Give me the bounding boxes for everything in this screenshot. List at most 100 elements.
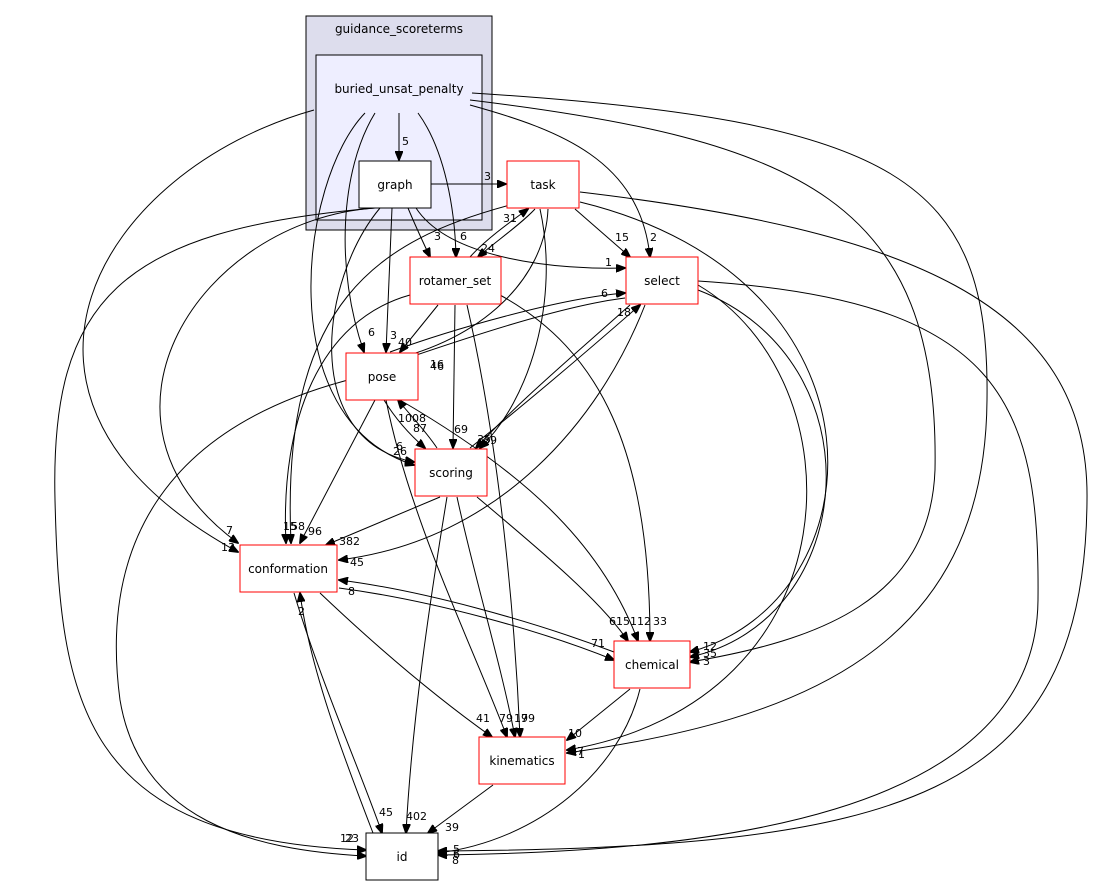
edge-label-conf-id: 45: [379, 806, 393, 819]
node-conformation-label: conformation: [248, 562, 328, 576]
edge-rs-task: [469, 209, 528, 258]
node-select[interactable]: select: [625, 256, 699, 305]
edge-label-task-rs: 31: [503, 212, 517, 225]
edge-label-pose-scoring: 87: [413, 422, 427, 435]
edge-conf-id: [293, 592, 382, 833]
node-chemical[interactable]: chemical: [613, 640, 691, 689]
edge-scoring-conf: [326, 496, 441, 545]
edge-label-bup-graph: 5: [402, 135, 409, 148]
node-scoring-label: scoring: [429, 466, 473, 480]
edge-label-id-conf: 2: [298, 605, 305, 618]
edge-label-chemical-conf: 8: [348, 585, 355, 598]
node-rotamer-set[interactable]: rotamer_set: [409, 256, 502, 305]
edge-rs-pose: [400, 304, 439, 352]
edge-label-graph-task: 3: [484, 170, 491, 183]
node-layer: graph task select rotamer_set pose scori…: [239, 160, 699, 881]
edge-label-graph-conf: 7: [226, 524, 233, 537]
edge-label-select-scoring: 39: [483, 434, 497, 447]
edge-pose-select: [389, 293, 625, 353]
edge-label-pose-id: 23: [345, 832, 359, 845]
edge-scoring-id: [406, 496, 448, 833]
edge-label-chemical-kin: 10: [568, 727, 582, 740]
edge-conf-kin: [319, 592, 492, 737]
edge-label-graph-rs: 3: [434, 230, 441, 243]
node-task[interactable]: task: [506, 160, 580, 209]
edge-task-id: [438, 191, 1088, 851]
edge-label-pose-select: 6: [601, 287, 608, 300]
edge-rs-conf: [285, 294, 411, 543]
edge-label-bup-select: 2: [650, 231, 657, 244]
edge-label-scoring-id: 402: [406, 810, 427, 823]
edge-scoring-chemical: [476, 496, 628, 641]
node-conformation[interactable]: conformation: [239, 544, 338, 593]
edge-pose-kin: [385, 399, 507, 737]
edge-label-select-pose: 16: [430, 358, 444, 371]
edge-label-conf-kin: 41: [476, 712, 490, 725]
edge-bup-pose: [344, 112, 376, 352]
edge-label-bup-kin: 7: [577, 745, 584, 758]
edge-label-bup-chemical: 3: [703, 655, 710, 668]
edge-task-select: [574, 208, 630, 257]
edge-kin-id: [428, 784, 494, 833]
edge-task-chemical: [579, 201, 829, 652]
edge-label-select-id: 6: [453, 848, 460, 861]
edge-scoring-pose: [398, 400, 438, 449]
edge-scoring-kin: [456, 496, 515, 737]
edge-label-task-select: 15: [615, 231, 629, 244]
edge-graph-select: [415, 207, 625, 268]
node-id[interactable]: id: [365, 832, 439, 881]
edge-label-select-conf: 45: [350, 556, 364, 569]
edge-chemical-kin: [567, 688, 631, 740]
edge-label-graph-select: 1: [605, 256, 612, 269]
edge-select-chemical: [690, 289, 827, 657]
edge-label-scoring-conf: 382: [339, 535, 360, 548]
cluster-guidance-scoreterms-label: guidance_scoreterms: [335, 22, 463, 36]
edge-rs-chemical: [499, 294, 650, 641]
edge-bup-conf: [82, 109, 315, 552]
edge-rs-kin: [466, 304, 520, 737]
edge-bup-scoring: [310, 112, 414, 465]
node-pose-label: pose: [368, 370, 397, 384]
edge-select-conf: [339, 304, 646, 560]
node-task-label: task: [530, 178, 555, 192]
edge-select-pose: [390, 297, 626, 364]
node-id-label: id: [397, 850, 408, 864]
edge-chemical-conf: [339, 580, 615, 653]
cluster-buried-unsat-penalty-label: buried_unsat_penalty: [334, 82, 463, 96]
edge-bup-select: [469, 104, 650, 257]
edge-label-pose-kin: 79: [499, 712, 513, 725]
edge-label-task-pose: 46: [430, 360, 444, 373]
edge-id-conf: [300, 593, 374, 834]
edge-label-bup-scoring: 26: [393, 445, 407, 458]
edge-label-scoring-chemical: 615: [609, 615, 630, 628]
edge-label-chemical-id: 8: [452, 854, 459, 867]
edge-label-bup-rs: 6: [460, 230, 467, 243]
node-rotamer-set-label: rotamer_set: [419, 274, 492, 288]
edge-label-conf-chemical: 71: [591, 637, 605, 650]
edge-graph-rs: [407, 207, 430, 257]
node-graph-label: graph: [377, 178, 412, 192]
edge-label-pose-chemical: 112: [630, 615, 651, 628]
edge-select-id: [438, 280, 1039, 855]
edge-select-kin: [567, 284, 808, 750]
edge-label-rs-chemical: 33: [653, 615, 667, 628]
edge-label-kin-id: 39: [445, 821, 459, 834]
edge-label-pose-conf: 96: [308, 525, 322, 538]
edge-label-graph-scoring: 6: [396, 440, 403, 453]
edge-label-scoring-pose: 1008: [398, 412, 426, 425]
edge-scoring-select: [469, 305, 640, 449]
edge-conf-chemical: [338, 587, 614, 660]
edge-bup-chemical: [469, 99, 936, 662]
node-pose[interactable]: pose: [345, 352, 419, 401]
node-scoring[interactable]: scoring: [414, 448, 488, 497]
edge-label-select-kin: 1: [578, 748, 585, 761]
edge-graph-pose: [386, 207, 393, 352]
edge-select-scoring: [476, 304, 631, 448]
node-graph[interactable]: graph: [358, 160, 432, 209]
edge-chemical-id: [438, 688, 641, 853]
edge-label-rs-scoring: 69: [454, 423, 468, 436]
edge-label-rs-kin: 7: [521, 712, 528, 725]
edge-pose-chemical: [399, 399, 638, 641]
node-kinematics[interactable]: kinematics: [478, 736, 566, 785]
node-kinematics-label: kinematics: [489, 754, 554, 768]
